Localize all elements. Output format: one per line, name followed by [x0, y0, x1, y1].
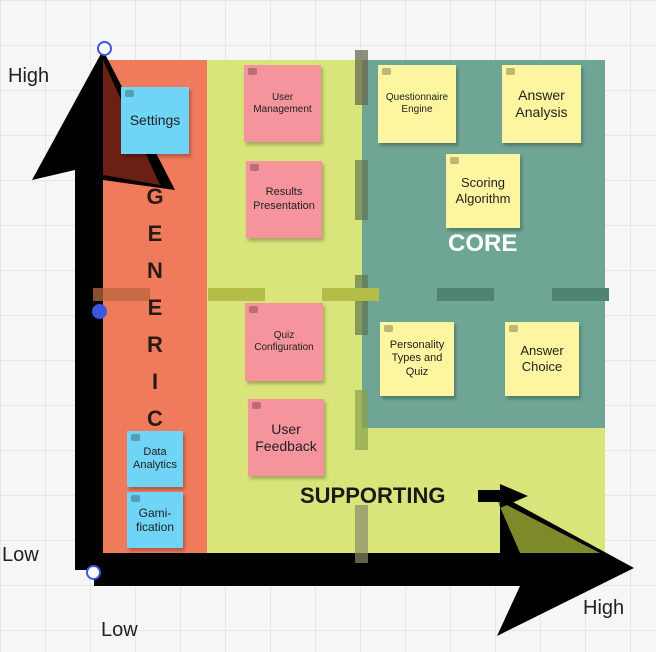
- y-axis-low-label: Low: [2, 544, 39, 566]
- generic-letter-1: G: [146, 184, 164, 209]
- note-tag-icon: [382, 68, 391, 75]
- generic-letter-2: E: [147, 221, 163, 246]
- supporting-pointer-arrow: [478, 484, 528, 508]
- sticky-note-results-presentation[interactable]: Results Presentation: [246, 161, 322, 238]
- y-axis-high-label: High: [8, 65, 50, 87]
- selection-handle-middle[interactable]: [92, 304, 107, 319]
- note-tag-icon: [249, 306, 258, 313]
- note-tag-icon: [252, 402, 261, 409]
- sticky-note-data-analytics[interactable]: Data Analytics: [127, 431, 183, 487]
- sticky-note-gamification[interactable]: Gami-fication: [127, 492, 183, 548]
- note-text: Scoring Algorithm: [455, 175, 511, 206]
- sticky-note-scoring-algorithm[interactable]: Scoring Algorithm: [446, 154, 520, 228]
- note-text: Answer Analysis: [515, 87, 568, 120]
- note-text: Settings: [129, 112, 181, 129]
- note-tag-icon: [248, 68, 257, 75]
- core-title: CORE: [448, 230, 518, 257]
- note-text: Data Analytics: [132, 445, 178, 471]
- note-tag-icon: [250, 164, 259, 171]
- supporting-title: SUPPORTING: [300, 483, 446, 508]
- sticky-note-personality-types[interactable]: Personality Types and Quiz: [380, 322, 454, 396]
- note-tag-icon: [125, 90, 134, 97]
- horizontal-divider-5: [552, 288, 609, 301]
- vertical-divider-2: [355, 160, 368, 220]
- generic-letter-6: I: [151, 369, 159, 394]
- horizontal-divider-4: [437, 288, 494, 301]
- generic-letter-3: N: [147, 258, 163, 283]
- sticky-note-quiz-configuration[interactable]: Quiz Configuration: [245, 303, 323, 381]
- sticky-note-answer-choice[interactable]: Answer Choice: [505, 322, 579, 396]
- note-text: User Feedback: [255, 420, 317, 454]
- horizontal-divider-2: [208, 288, 265, 301]
- note-tag-icon: [131, 495, 140, 502]
- generic-letter-5: R: [147, 332, 163, 357]
- generic-letter-7: C: [147, 406, 163, 431]
- x-axis-arrow: [94, 495, 634, 636]
- sticky-note-settings[interactable]: Settings: [121, 87, 189, 154]
- vertical-divider-4: [355, 390, 368, 450]
- vertical-divider-5: [355, 505, 368, 563]
- x-axis-low-label: Low: [101, 619, 138, 641]
- sticky-note-user-feedback[interactable]: User Feedback: [248, 399, 324, 476]
- sticky-note-questionnaire-engine[interactable]: Questionnaire Engine: [378, 65, 456, 143]
- note-text: Answer Choice: [520, 343, 564, 374]
- note-text: Personality Types and Quiz: [389, 339, 445, 378]
- sticky-note-user-management[interactable]: User Management: [244, 65, 321, 142]
- x-axis-arrow-shade: [497, 500, 600, 553]
- horizontal-divider-3: [322, 288, 379, 301]
- note-tag-icon: [506, 68, 515, 75]
- selection-handle-top[interactable]: [97, 41, 112, 56]
- horizontal-divider-1: [93, 288, 150, 301]
- note-text: Quiz Configuration: [254, 330, 314, 353]
- vertical-divider-1: [355, 50, 368, 105]
- selection-handle-bottom[interactable]: [86, 565, 101, 580]
- sticky-note-answer-analysis[interactable]: Answer Analysis: [502, 65, 581, 143]
- note-text: Questionnaire Engine: [385, 92, 449, 115]
- vertical-divider-3: [355, 275, 368, 335]
- note-tag-icon: [450, 157, 459, 164]
- note-tag-icon: [131, 434, 140, 441]
- note-text: Results Presentation: [253, 186, 315, 212]
- generic-letter-4: E: [147, 295, 163, 320]
- note-text: Gami-fication: [135, 505, 175, 534]
- note-tag-icon: [384, 325, 393, 332]
- note-tag-icon: [509, 325, 518, 332]
- note-text: User Management: [253, 91, 312, 115]
- x-axis-high-label: High: [583, 597, 625, 619]
